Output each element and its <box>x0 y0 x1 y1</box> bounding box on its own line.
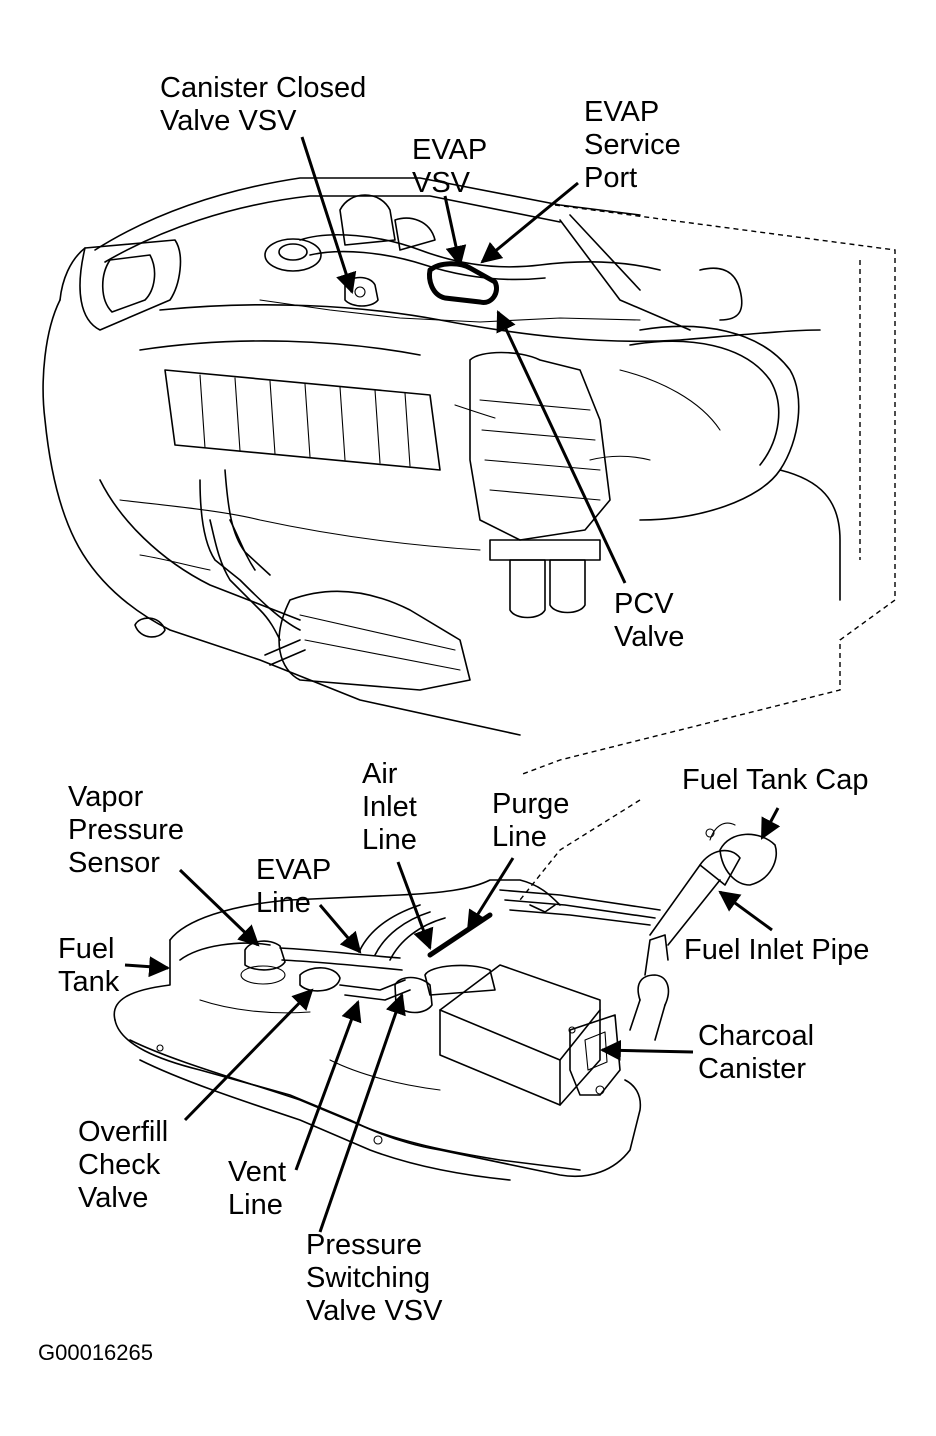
label-purge-line: Purge Line <box>492 788 569 854</box>
leader-vapor-pressure-sensor <box>178 868 260 947</box>
label-line: Inlet <box>362 791 417 823</box>
label-fuel-inlet-pipe: Fuel Inlet Pipe <box>684 934 869 967</box>
label-line: Vapor <box>68 781 144 813</box>
label-line: Sensor <box>68 847 160 879</box>
label-line: Service <box>584 129 681 161</box>
label-line: Charcoal <box>698 1020 815 1052</box>
leader-pcv-valve <box>496 310 627 584</box>
engine-bay-drawing <box>42 177 896 776</box>
label-line: VSV <box>412 167 471 199</box>
figure-id: G00016265 <box>38 1340 153 1365</box>
label-line: Fuel <box>58 933 115 965</box>
label-line: Line <box>228 1189 283 1221</box>
label-line: Fuel Inlet Pipe <box>684 934 870 966</box>
label-fuel-tank: Fuel Tank <box>58 933 119 999</box>
label-pressure-switching-valve-vsv: Pressure Switching Valve VSV <box>306 1229 442 1328</box>
label-line: Vent <box>228 1156 287 1188</box>
leader-purge-line <box>466 857 515 932</box>
label-vapor-pressure-sensor: Vapor Pressure Sensor <box>68 781 184 880</box>
label-line: Canister Closed <box>160 72 367 104</box>
label-line: Purge <box>492 788 570 820</box>
leader-canister-closed-valve <box>300 136 357 294</box>
label-line: Valve VSV <box>306 1295 443 1327</box>
leader-evap-service-port <box>480 181 579 264</box>
label-charcoal-canister: Charcoal Canister <box>698 1020 814 1086</box>
leader-fuel-tank <box>124 956 171 978</box>
leader-pressure-switching-valve <box>318 993 406 1233</box>
leader-overfill-check-valve <box>183 988 314 1122</box>
label-line: Pressure <box>68 814 185 846</box>
label-line: Valve <box>78 1182 149 1214</box>
label-line: EVAP <box>256 854 332 886</box>
label-line: Valve <box>614 621 685 653</box>
label-line: Overfill <box>78 1116 169 1148</box>
label-line: Line <box>492 821 547 853</box>
label-line: Air <box>362 758 398 790</box>
label-line: PCV <box>614 588 674 620</box>
leader-charcoal-canister <box>599 1039 694 1061</box>
label-air-inlet-line: Air Inlet Line <box>362 758 417 857</box>
leader-arrows <box>124 136 781 1233</box>
label-evap-vsv: EVAP VSV <box>412 134 487 200</box>
label-line: Pressure <box>306 1229 423 1261</box>
leader-air-inlet-line <box>396 861 434 950</box>
leader-vent-line <box>294 1000 362 1171</box>
label-vent-line: Vent Line <box>228 1156 286 1222</box>
label-line: EVAP <box>584 96 660 128</box>
leader-fuel-tank-cap <box>760 807 781 840</box>
label-evap-line: EVAP Line <box>256 854 331 920</box>
label-fuel-tank-cap: Fuel Tank Cap <box>682 764 868 797</box>
label-overfill-check-valve: Overfill Check Valve <box>78 1116 168 1215</box>
label-line: Tank <box>58 966 120 998</box>
label-pcv-valve: PCV Valve <box>614 588 684 654</box>
fuel-tank-drawing <box>113 799 777 1181</box>
leader-evap-line <box>318 904 362 954</box>
label-evap-service-port: EVAP Service Port <box>584 96 681 195</box>
label-canister-closed-valve-vsv: Canister Closed Valve VSV <box>160 72 366 138</box>
label-line: Switching <box>306 1262 431 1294</box>
label-line: Port <box>584 162 638 194</box>
leader-fuel-inlet-pipe <box>718 890 773 932</box>
label-line: Canister <box>698 1053 806 1085</box>
label-line: Valve VSV <box>160 105 297 137</box>
label-line: Check <box>78 1149 161 1181</box>
label-line: Line <box>362 824 417 856</box>
label-line: EVAP <box>412 134 488 166</box>
label-line: Fuel Tank Cap <box>682 764 869 796</box>
label-line: Line <box>256 887 311 919</box>
leader-evap-vsv <box>443 195 467 268</box>
